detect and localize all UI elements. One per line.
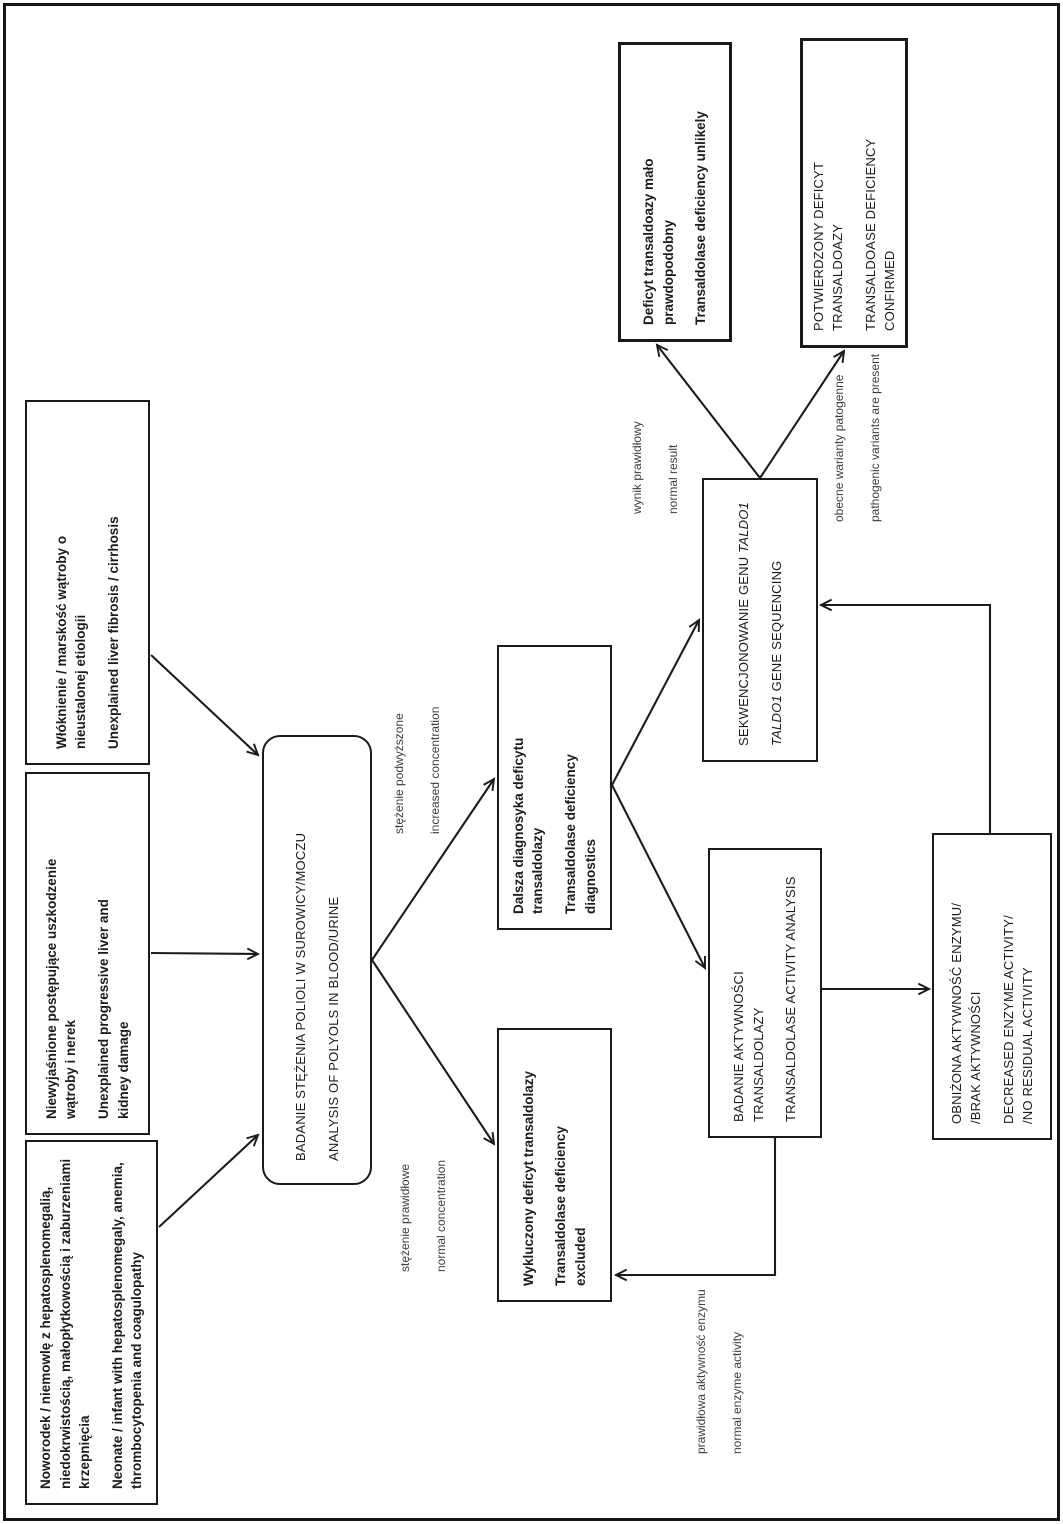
arrow-decreased-to-sequencing [821,605,992,833]
gene-name-italic-pl: TALDO1 [736,502,751,553]
gene-sequencing-pl-text: SEKWENCJONOWANIE GENU [736,556,751,746]
label-normal-result-en: normal result [666,444,680,514]
box-deficiency-excluded: Wykluczony deficyt transaldolazy Transal… [497,1028,612,1302]
box-deficiency-excluded-pl: Wykluczony deficyt transaldolazy [520,1070,536,1286]
label-increased-concentration-pl: stężenie podwyższone [392,713,406,834]
box-fibrosis: Włóknienie / marskość wątroby o nieustal… [25,400,150,765]
box-decreased-activity: OBNIŻONA AKTYWNOŚĆ ENZYMU/ /BRAK AKTYWNO… [932,833,1052,1140]
arrow-neonate-to-polyols [158,1135,258,1228]
box-activity-analysis-pl: BADANIE AKTYWNOŚCI TRANSALDOLAZY [731,971,766,1122]
label-normal-enzyme-activity-en: normal enzyme activity [730,1331,744,1454]
label-increased-concentration: stężenie podwyższone increased concentra… [392,707,443,834]
arrow-fibrosis-to-polyols [150,654,258,755]
box-progressive-damage-pl: Niewyjaśnione postępujące uszkodzenie wą… [43,858,79,1119]
gene-sequencing-en-text: GENE SEQUENCING [768,560,784,692]
arrow-polyols-to-excluded [371,959,494,1144]
box-polyol-analysis-en: ANALYSIS OF POLYOLS IN BLOOD/URINE [325,896,341,1161]
box-progressive-damage: Niewyjaśnione postępujące uszkodzenie wą… [25,772,150,1135]
box-further-diagnostics-en: Transaldolase deficiency diagnostics [563,754,598,914]
arrow-progressive-to-polyols [150,953,258,954]
box-fibrosis-pl: Włóknienie / marskość wątroby o nieustal… [53,535,89,749]
label-pathogenic-variants: obecne warianty patogenne pathogenic var… [832,354,883,522]
gene-name-italic-en: TALDO1 [768,695,784,746]
label-pathogenic-variants-pl: obecne warianty patogenne [832,374,846,522]
box-neonate-en: Neonate / infant with hepatosplenomegaly… [109,1162,145,1489]
label-normal-result: wynik prawidłowy normal result [630,421,681,514]
arrow-sequencing-to-confirmed [759,351,844,479]
box-polyol-analysis-pl: BADANIE STĘŻENIA POLIOLI W SUROWICY/MOCZ… [293,832,308,1161]
box-neonate-pl: Noworodek / niemowlę z hepatosplenomegal… [38,1158,93,1489]
label-increased-concentration-en: increased concentration [428,706,442,834]
box-gene-sequencing-pl: SEKWENCJONOWANIE GENU TALDO1 [734,494,754,746]
box-activity-analysis-en: TRANSALDOLASE ACTIVITY ANALYSIS [783,876,799,1122]
box-further-diagnostics-pl: Dalsza diagnosyka deficytu transaldolazy [510,737,546,914]
arrow-further-to-activity [611,784,705,968]
label-normal-concentration-pl: stężenie prawidłowe [398,1163,412,1272]
box-activity-analysis: BADANIE AKTYWNOŚCI TRANSALDOLAZY TRANSAL… [708,848,822,1138]
box-gene-sequencing-en: TALDO1 GENE SEQUENCING [767,494,787,746]
box-progressive-damage-en: Unexplained progressive liver and kidney… [96,899,131,1119]
box-fibrosis-en: Unexplained liver fibrosis / cirrhosis [105,516,121,749]
box-deficiency-unlikely-en: Transaldolase deficiency unlikely [693,111,709,325]
label-normal-result-pl: wynik prawidłowy [630,421,644,514]
label-normal-concentration: stężenie prawidłowe normal concentration [398,1160,449,1272]
arrow-further-to-sequencing [611,620,699,786]
label-normal-enzyme-activity-pl: prawidłowa aktywność enzymu [694,1289,708,1454]
box-deficiency-confirmed-en: TRANSALDOASE DEFICIENCY CONFIRMED [862,138,898,331]
label-normal-enzyme-activity: prawidłowa aktywność enzymu normal enzym… [694,1289,745,1454]
label-normal-concentration-en: normal concentration [434,1159,448,1272]
arrow-polyols-to-further [371,779,494,961]
box-deficiency-confirmed: POTWIERDZONY DEFICYT TRANSALDOAZY TRANSA… [800,38,908,348]
box-deficiency-excluded-en: Transaldolase deficiency excluded [553,1126,588,1286]
arrow-activity-to-excluded [616,1138,777,1275]
box-gene-sequencing: SEKWENCJONOWANIE GENU TALDO1 TALDO1 GENE… [702,478,818,762]
label-pathogenic-variants-en: pathogenic variants are present [868,353,882,522]
arrow-sequencing-to-unlikely [657,345,761,479]
box-deficiency-unlikely-pl: Deficyt transaldoazy mało prawdopodobny [641,158,676,325]
box-polyol-analysis: BADANIE STĘŻENIA POLIOLI W SUROWICY/MOCZ… [262,735,372,1185]
box-decreased-activity-en: DECREASED ENZYME ACTIVITY/ /NO RESIDUAL … [1000,915,1036,1124]
box-neonate: Noworodek / niemowlę z hepatosplenomegal… [25,1140,158,1505]
box-decreased-activity-pl: OBNIŻONA AKTYWNOŚĆ ENZYMU/ /BRAK AKTYWNO… [948,902,984,1124]
box-deficiency-confirmed-pl: POTWIERDZONY DEFICYT TRANSALDOAZY [810,162,846,331]
box-deficiency-unlikely: Deficyt transaldoazy mało prawdopodobny … [618,42,732,342]
box-further-diagnostics: Dalsza diagnosyka deficytu transaldolazy… [497,645,612,930]
